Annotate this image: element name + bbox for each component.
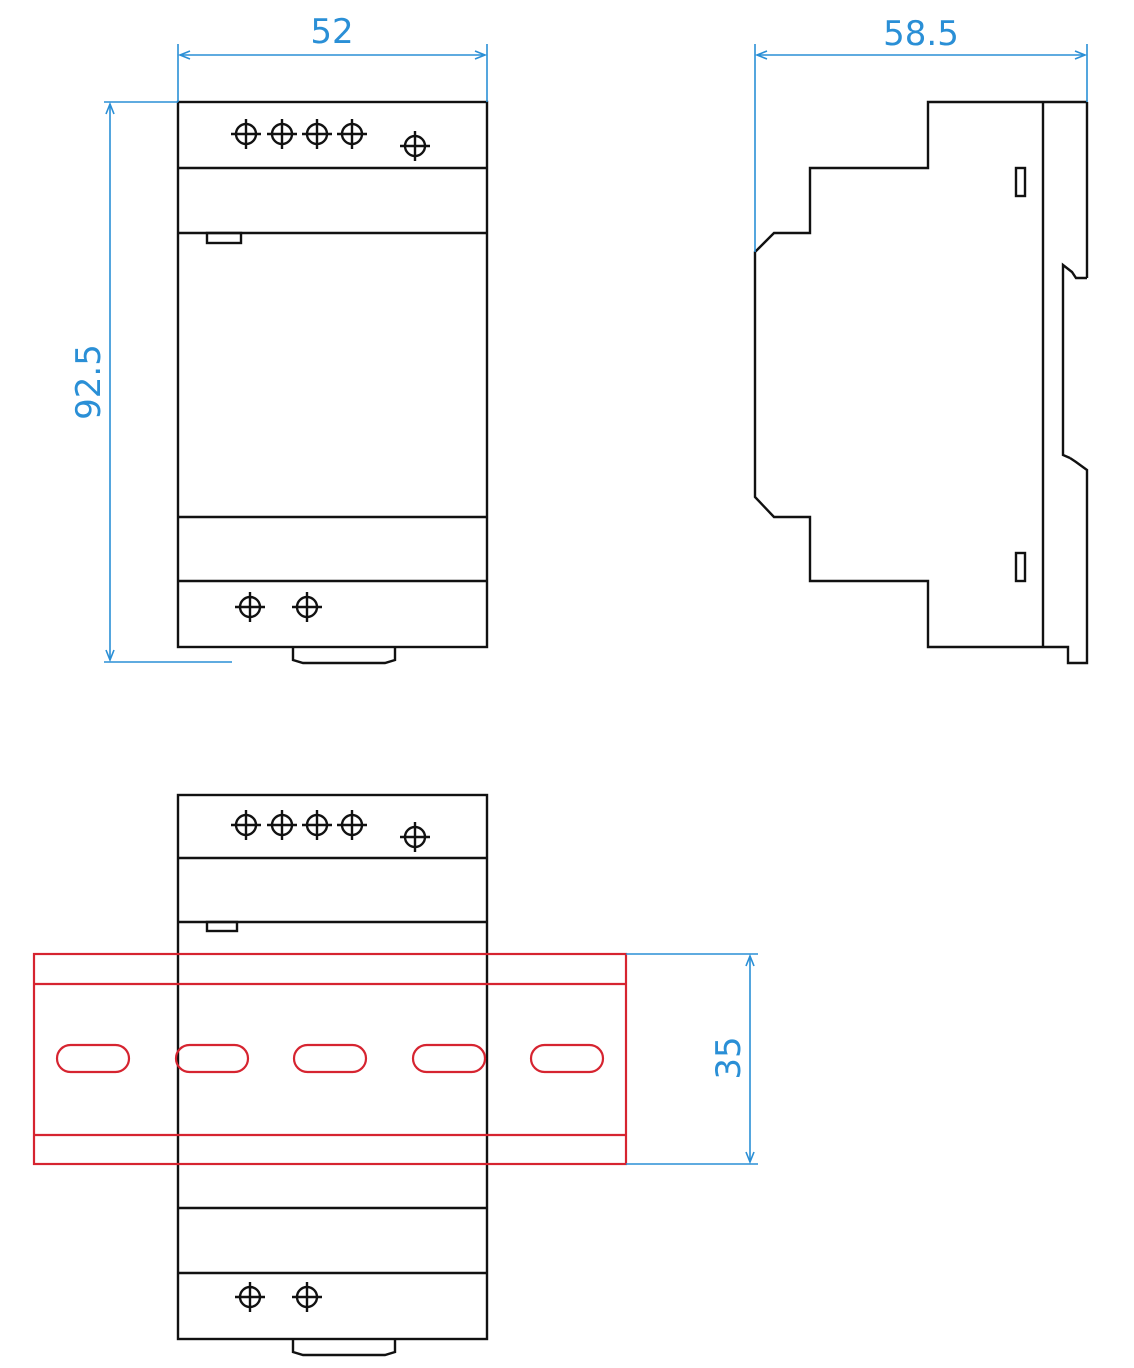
depth-dimension-label: 58.5	[883, 14, 959, 54]
rail-height-dimension: 35	[626, 953, 758, 1165]
height-dimension-label: 92.5	[69, 344, 109, 420]
din-clip	[291, 647, 397, 665]
side-view	[753, 100, 1089, 665]
terminal-screw-icon	[235, 1282, 265, 1312]
dimension-arrow	[177, 50, 191, 60]
depth-dimension: 58.5	[754, 14, 1088, 252]
din-rail-slot	[529, 1043, 605, 1074]
front-view-body	[176, 100, 489, 649]
height-dimension: 92.5	[69, 101, 232, 663]
mounted-view-body	[176, 793, 489, 1341]
side-view-profile	[753, 100, 1089, 665]
vent-slot	[1014, 551, 1027, 583]
rail-height-dimension-label: 35	[709, 1036, 749, 1079]
terminal-screw-icon	[400, 822, 430, 852]
terminal-screws-bottom	[235, 1282, 322, 1312]
din-rail-outline	[32, 952, 628, 1166]
terminal-screw-icon	[400, 131, 430, 161]
terminal-screw-icon	[231, 119, 261, 149]
width-dimension: 52	[177, 12, 488, 102]
din-rail-slots	[55, 1043, 605, 1074]
dimension-arrow	[1074, 50, 1088, 60]
front-view-on-din-rail	[176, 793, 489, 1357]
din-rail-slot	[55, 1043, 131, 1074]
led-indicator	[205, 920, 239, 933]
terminal-screws-top	[231, 810, 430, 852]
din-rail-slot	[292, 1043, 368, 1074]
terminal-screw-icon	[235, 592, 265, 622]
terminal-screw-icon	[267, 810, 297, 840]
dimension-arrow	[754, 50, 768, 60]
terminal-screws-top	[231, 119, 430, 161]
terminal-screws-bottom	[235, 592, 322, 622]
terminal-screw-icon	[231, 810, 261, 840]
width-dimension-label: 52	[310, 12, 353, 52]
din-rail-hook-upper	[1061, 262, 1087, 460]
din-rail-hook-lower	[1069, 457, 1089, 650]
front-view	[176, 100, 489, 665]
terminal-screw-icon	[337, 810, 367, 840]
dimension-arrow	[474, 50, 488, 60]
din-rail	[32, 952, 628, 1166]
din-rail-slot	[411, 1043, 487, 1074]
terminal-screw-icon	[302, 119, 332, 149]
din-rail-slot	[174, 1043, 250, 1074]
dimension-arrow	[105, 649, 115, 663]
dimension-arrow	[105, 101, 115, 115]
din-clip	[291, 1339, 397, 1357]
vent-slot	[1014, 166, 1027, 198]
terminal-screw-icon	[292, 592, 322, 622]
terminal-screw-icon	[267, 119, 297, 149]
terminal-screw-icon	[337, 119, 367, 149]
dimension-arrow	[745, 1151, 755, 1165]
led-indicator	[205, 231, 243, 245]
dimension-arrow	[745, 953, 755, 967]
terminal-screw-icon	[292, 1282, 322, 1312]
terminal-screw-icon	[302, 810, 332, 840]
